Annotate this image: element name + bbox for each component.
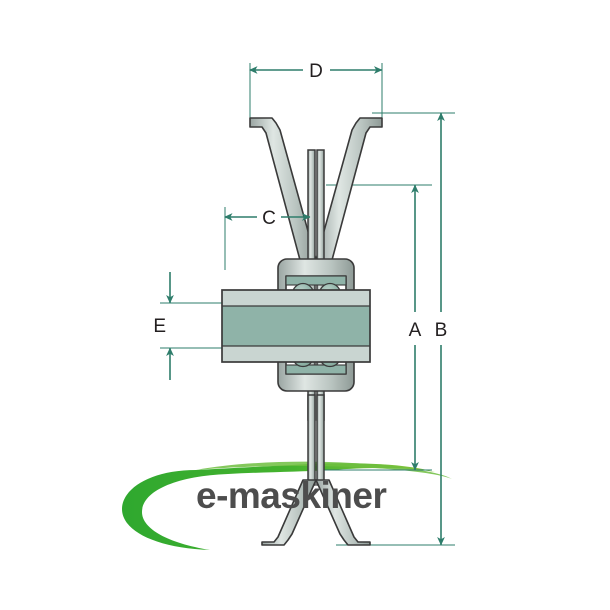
dimension-E: E [153,272,174,380]
dimension-B: B [435,112,448,546]
dimension-E-label: E [153,316,166,337]
bottom-v-flange-right-arm [315,479,371,546]
dimension-C-label: C [262,208,276,229]
dimension-A-label: A [409,320,422,341]
centre-shaft-right-wall-bottom [316,394,325,486]
logo-swoosh [122,461,452,550]
dimension-B-label: B [435,320,448,341]
centre-shaft-left-wall-bottom [307,394,316,486]
dimension-C: C [224,208,311,229]
lower-race-plate [285,364,347,375]
upper-race-plate [285,275,347,286]
bottom-v-flange-left-arm [261,479,317,546]
logo-wordmark: e-maskiner [196,475,386,516]
central-bearing-block [221,289,371,363]
dimension-A: A [409,184,422,471]
dimension-D: D [249,61,383,82]
dimension-D-label: D [309,61,323,82]
